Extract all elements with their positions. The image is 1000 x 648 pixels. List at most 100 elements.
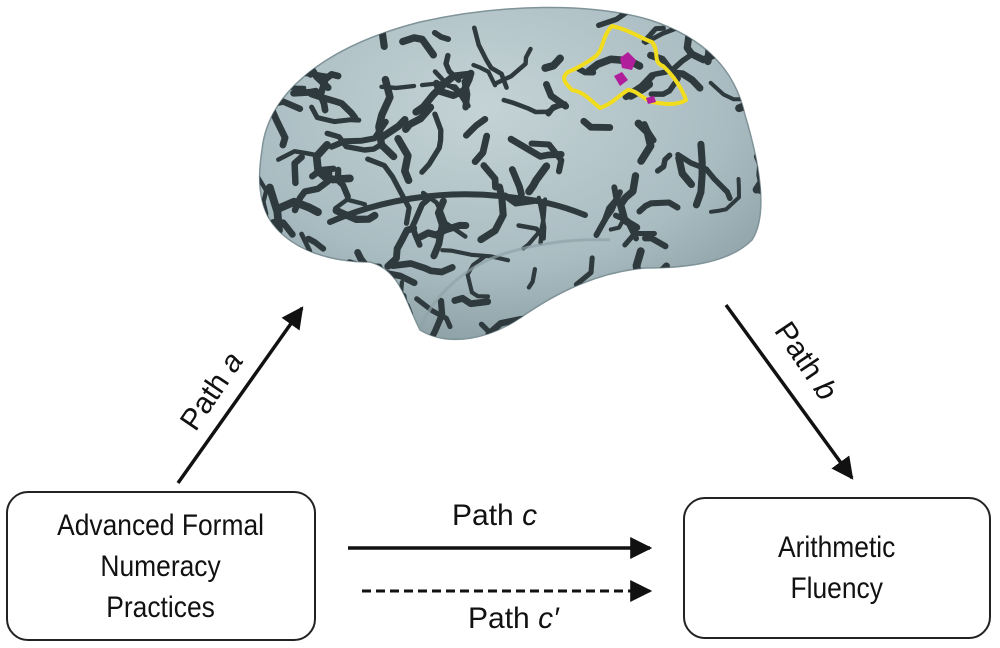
- sulcus-mark: [490, 327, 554, 340]
- outcome-line-2: Fluency: [790, 572, 884, 605]
- sulcus-mark: [259, 7, 265, 18]
- sulcus-mark: [480, 162, 499, 191]
- sulcus-mark: [692, 140, 706, 209]
- sulcus-mark: [259, 284, 266, 306]
- path-c-prime-label: Path c′: [468, 602, 559, 636]
- sulcus-mark: [333, 197, 368, 211]
- sulcus-mark: [291, 153, 305, 187]
- path-c-prefix: Path: [452, 499, 523, 532]
- sulcus-mark: [647, 51, 704, 92]
- sulcus-mark: [319, 14, 335, 50]
- sulcus-mark: [419, 111, 444, 175]
- sulcus-mark: [315, 338, 340, 340]
- sulcus-mark: [641, 25, 666, 44]
- activation-cluster-2: [614, 72, 628, 86]
- sulcus-mark: [451, 294, 492, 308]
- sulcus-mark: [634, 119, 655, 165]
- sulcus-mark: [384, 224, 418, 270]
- sulcus-mark: [312, 141, 354, 184]
- sulcus-mark: [521, 197, 548, 251]
- sulcus-mark: [346, 259, 377, 283]
- sulcus-mark: [378, 115, 409, 141]
- sulcus-mark: [735, 65, 761, 113]
- sulcus-mark: [394, 135, 413, 185]
- sulcus-mark: [428, 297, 446, 340]
- sulcus-mark: [748, 97, 761, 105]
- predictor-node: Advanced Formal Numeracy Practices: [6, 491, 316, 641]
- sulcus-mark: [259, 103, 273, 125]
- sulcus-mark: [309, 165, 337, 180]
- sulcus-mark: [642, 235, 669, 250]
- sulcus-mark: [618, 7, 662, 17]
- sulcus-mark: [616, 172, 641, 232]
- activation-cluster-1: [620, 52, 636, 70]
- sulcus-mark: [430, 197, 447, 260]
- sulcus-mark: [472, 25, 509, 90]
- sulcus-mark: [731, 52, 761, 82]
- sulcus-mark: [465, 254, 491, 299]
- sulcus-mark: [259, 68, 273, 92]
- sulcus-mark: [305, 235, 327, 252]
- sulcus-mark: [402, 103, 435, 133]
- sulcus-mark: [573, 255, 595, 288]
- brain-surface: [258, 6, 762, 341]
- sulcus-mark: [580, 117, 614, 131]
- sulcus-mark: [648, 75, 681, 97]
- path-a-arrow: [176, 306, 304, 485]
- sulcus-mark: [709, 177, 741, 214]
- sulcus-mark: [461, 78, 471, 111]
- sulcus-mark: [303, 26, 315, 78]
- sulcus-mark: [431, 29, 452, 42]
- sulcus-mark: [284, 7, 328, 13]
- activation-cluster-3: [646, 96, 656, 104]
- sulcus-mark: [567, 308, 608, 322]
- sulcus-mark: [731, 332, 739, 340]
- sulcus-mark: [399, 34, 437, 59]
- predictor-line-2: Numeracy: [100, 549, 222, 583]
- sulcus-mark: [632, 247, 646, 309]
- sulcus-mark: [636, 199, 681, 215]
- path-c-prime-prefix: Path: [468, 602, 539, 635]
- sulcus-mark: [263, 268, 289, 320]
- sulcus-mark: [259, 174, 269, 216]
- sulcus-mark: [628, 314, 660, 324]
- sulcus-mark: [733, 252, 761, 260]
- sulcus-mark: [462, 115, 489, 139]
- sulcus-mark: [389, 260, 456, 276]
- sulcus-mark: [676, 7, 738, 40]
- sulcus-mark: [259, 64, 299, 85]
- sulcus-mark: [675, 154, 696, 189]
- sulcus-mark: [471, 132, 491, 165]
- sulcus-mark: [508, 166, 525, 198]
- sulcus-mark: [309, 104, 362, 125]
- sulcus-mark: [639, 262, 670, 307]
- sulcus-mark: [259, 327, 270, 336]
- predictor-node-text: Advanced Formal Numeracy Practices: [58, 505, 265, 628]
- sulcus-mark: [576, 66, 597, 76]
- sulcus-mark: [375, 75, 398, 161]
- sulcus-mark: [743, 263, 761, 281]
- sulcus-mark: [270, 218, 296, 238]
- sylvian-fissure: [327, 191, 588, 225]
- sulcus-mark: [504, 329, 556, 340]
- sulcus-mark: [717, 8, 742, 65]
- outcome-line-1: Arithmetic: [778, 531, 896, 564]
- sulcus-mark: [390, 7, 421, 17]
- parietal-roi: [562, 24, 688, 110]
- sulcus-mark: [259, 85, 307, 91]
- roi-outline: [562, 24, 688, 110]
- path-c-prime-letter: c′: [538, 602, 559, 635]
- path-c-label: Path c: [452, 499, 537, 533]
- sulcus-mark: [675, 151, 733, 202]
- sulcus-mark: [471, 62, 498, 88]
- sulcus-mark: [276, 149, 317, 162]
- sulcus-mark: [622, 72, 656, 101]
- outcome-node-text: Arithmetic Fluency: [778, 527, 895, 609]
- sulcus-mark: [528, 140, 565, 175]
- sulcus-mark: [622, 231, 657, 248]
- sulcus-mark: [507, 135, 565, 160]
- sulcus-mark: [281, 258, 315, 272]
- path-c-letter: c: [522, 499, 538, 532]
- sulcus-mark: [536, 328, 550, 340]
